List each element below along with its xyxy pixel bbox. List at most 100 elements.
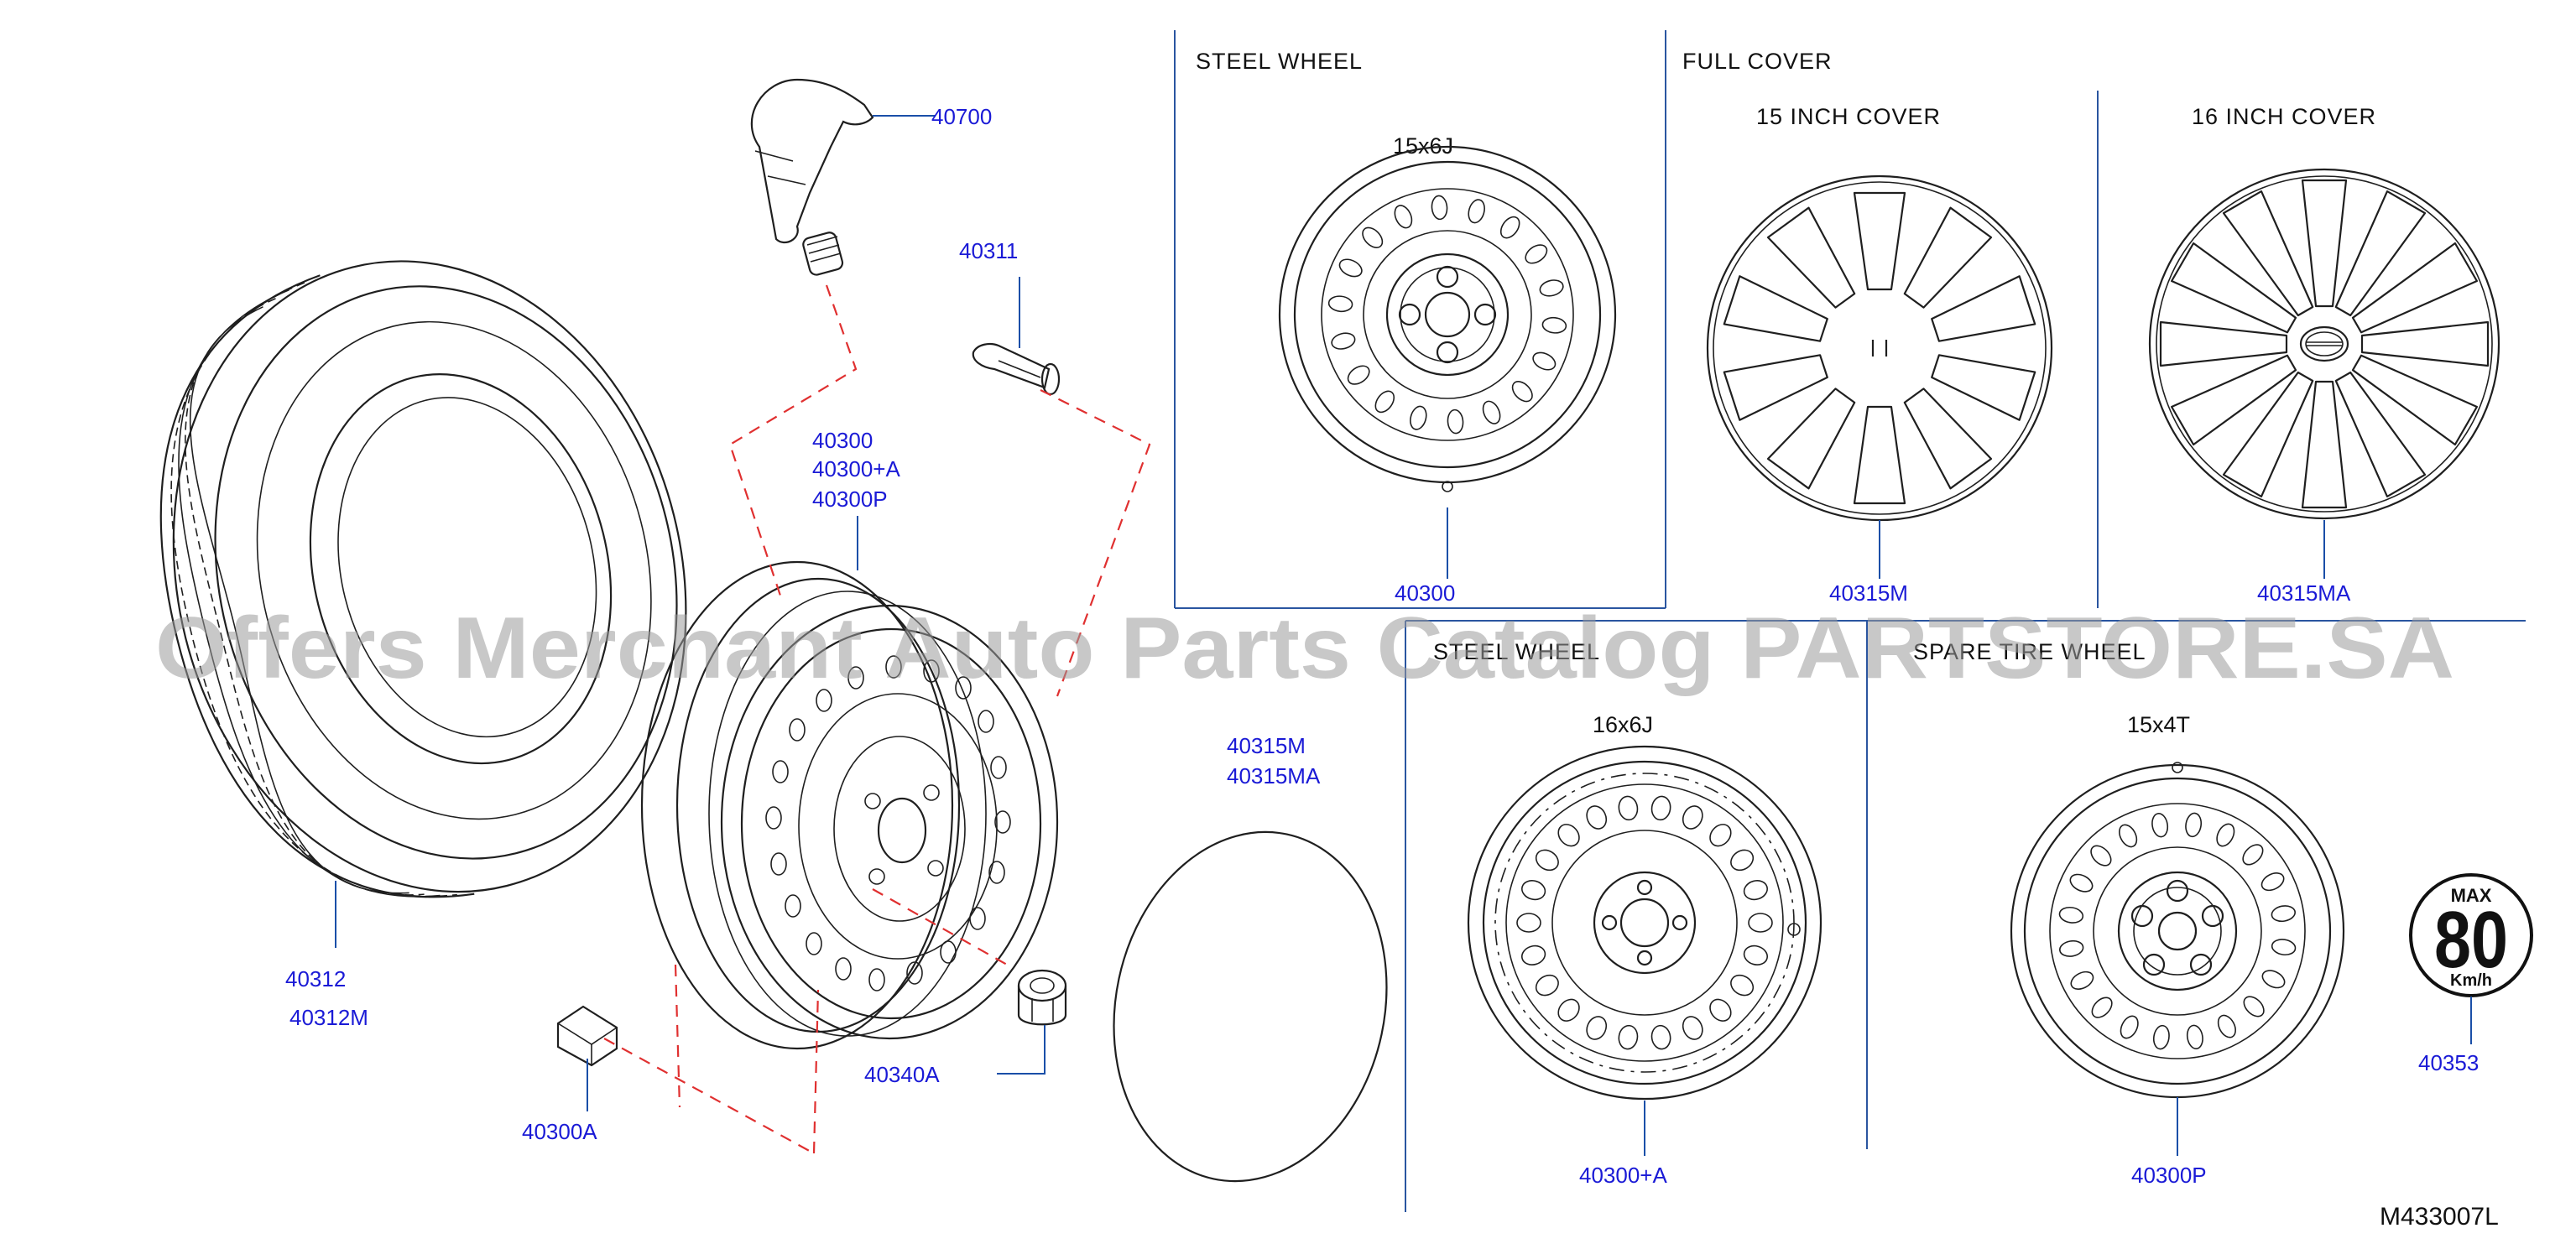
vent-hole [1532,351,1557,371]
size-15x4t: 15x4T [2127,712,2190,737]
cover-spoke [2301,179,2348,308]
vent-hole [2271,939,2297,956]
vent-hole [2058,906,2084,924]
vent-hole [1374,390,1395,414]
balance-weight-drawing [556,1005,618,1067]
vent-hole [1447,409,1464,435]
vent-hole [1521,945,1546,965]
cover-spoke [1903,388,1993,490]
vent-hole [1650,795,1671,821]
vent-hole [1618,1024,1639,1050]
cover-spoke [1723,275,1828,342]
part-label-40315m-cover[interactable]: 40315M [1829,580,1908,606]
vent-hole [1338,258,1363,278]
part-label-40315ma-cover[interactable]: 40315MA [2257,580,2351,606]
cover-spoke [2222,190,2314,317]
cover-spoke [2351,354,2478,446]
vent-hole [1516,913,1541,933]
vent-hole [1709,824,1732,847]
vent-hole [1535,974,1559,997]
spare-wheel-drawing [2010,762,2345,1099]
vent-hole [1327,295,1353,313]
full-cover-title: FULL COVER [1682,49,1833,74]
vent-hole [1331,332,1356,350]
cover-spoke [1853,405,1906,505]
vent-hole [1468,199,1485,224]
part-label-40340a[interactable]: 40340A [864,1062,940,1087]
part-label-40300-plus-a-b[interactable]: 40300+A [1579,1163,1667,1188]
vent-hole [2152,1024,2170,1050]
part-label-40315m[interactable]: 40315M [1227,733,1306,758]
part-label-40353[interactable]: 40353 [2418,1050,2479,1075]
cover-spoke [2334,190,2427,317]
part-label-40300[interactable]: 40300 [812,428,873,453]
vent-hole [1557,998,1580,1022]
wheel-cover-outline [1113,830,1388,1183]
part-label-40311[interactable]: 40311 [959,238,1018,263]
vent-hole [2090,845,2112,866]
cover-spoke [1931,354,2036,421]
vent-hole [2186,1024,2203,1049]
cover-spoke [2301,380,2348,509]
part-label-40700[interactable]: 40700 [931,104,992,129]
vent-hole [2217,1014,2236,1038]
part-label-40300p-b[interactable]: 40300P [2131,1163,2207,1188]
spare-tire-wheel-title: SPARE TIRE WHEEL [1913,639,2146,664]
vent-hole [1682,1016,1703,1040]
assembly-guides [603,284,1151,1154]
section-frames [1174,30,2526,1212]
vent-hole [1650,1024,1671,1050]
vent-hole [2243,996,2265,1017]
vent-hole [1521,880,1546,901]
vent-hole [1618,795,1639,821]
vent-hole [2185,812,2203,838]
cover-spoke [2159,320,2288,367]
cover-spoke [2360,320,2490,367]
steel-wheel-title: STEEL WHEEL [1196,49,1363,74]
speed-label-unit: Km/h [2450,971,2492,990]
wheel-exploded-drawing [640,560,1059,1050]
vent-hole [2069,873,2094,893]
vent-hole [1347,365,1370,385]
vent-hole [2091,997,2113,1018]
vent-hole [1730,849,1755,872]
part-label-40300p[interactable]: 40300P [812,487,888,512]
vent-hole [2216,823,2235,847]
vent-hole [2271,905,2296,923]
hub-cover-15-drawing [1706,174,2053,522]
cover-spoke [1903,206,1993,309]
vent-hole [1557,824,1580,847]
inch16-cover-title: 16 INCH COVER [2192,104,2376,129]
vent-hole [1362,226,1384,248]
leader-lines [335,115,2472,1156]
cover-spoke [2334,371,2427,497]
vent-hole [1394,205,1413,229]
speed-label-max: MAX [2451,885,2492,906]
vent-hole [1743,880,1768,901]
vent-hole [1541,316,1567,334]
part-label-40312[interactable]: 40312 [285,966,346,991]
part-label-40300-steel[interactable]: 40300 [1395,580,1455,606]
vent-hole [2261,970,2286,989]
part-label-40300a[interactable]: 40300A [522,1119,597,1144]
cover-spoke [1766,388,1856,490]
cover-spoke [1723,354,1828,421]
vent-hole [1525,244,1548,264]
wheel-bolt-drawing [972,343,1061,396]
wheel-nut-drawing [1017,969,1067,1026]
part-label-40300-plus-a[interactable]: 40300+A [812,456,900,481]
vent-hole [1410,405,1427,430]
vent-hole [1748,913,1773,933]
hub-cover-16-drawing [2148,168,2500,520]
vent-hole [1586,805,1608,830]
vent-hole [1730,974,1755,997]
tpms-valve-drawing [750,78,874,276]
vent-hole [1511,381,1533,403]
size-16x6j: 16x6J [1593,712,1653,737]
vent-hole [1535,849,1559,872]
vent-hole [1586,1016,1608,1040]
part-label-40312m[interactable]: 40312M [289,1005,368,1030]
part-label-40315ma[interactable]: 40315MA [1227,763,1321,788]
cover-spoke [2171,242,2297,334]
